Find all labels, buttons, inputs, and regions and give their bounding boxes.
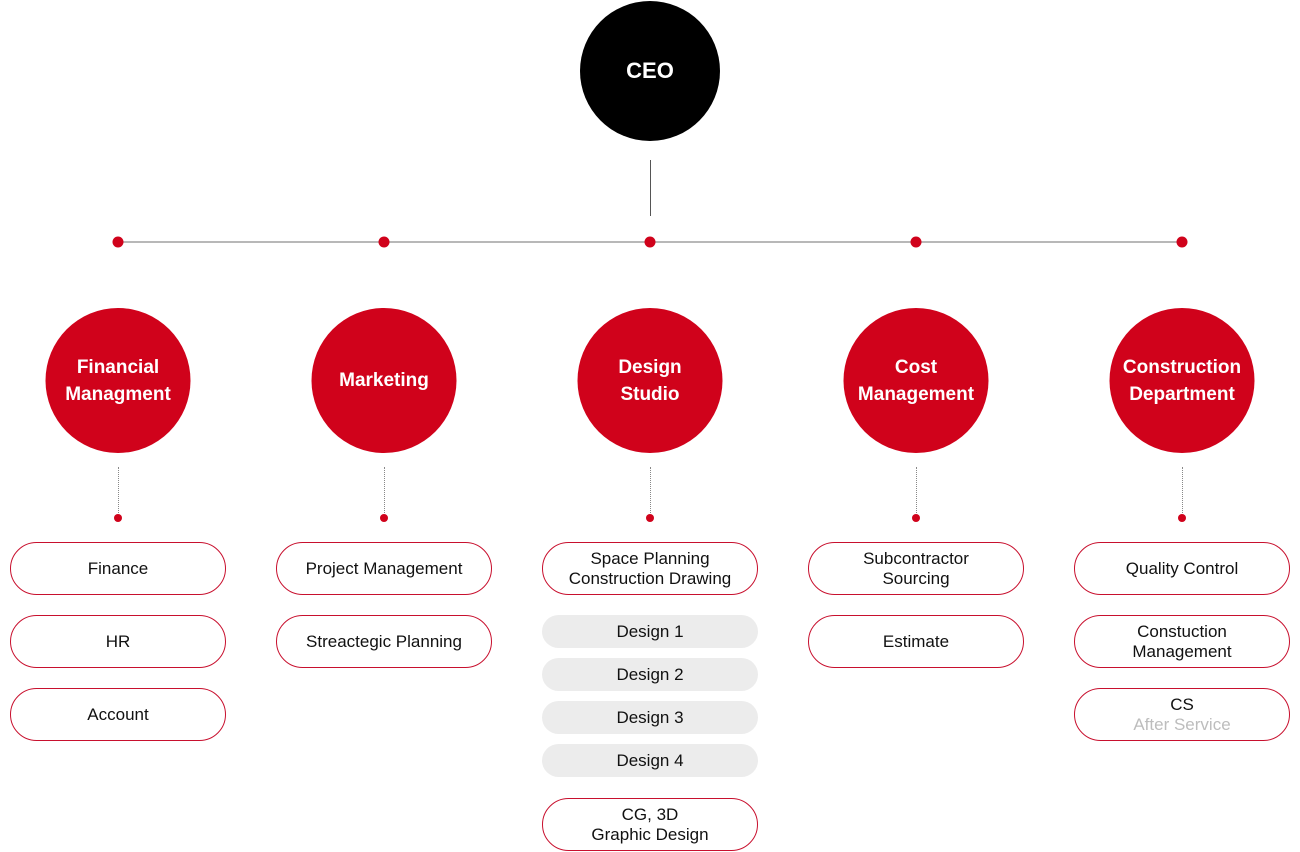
dept-connector-dot: [1178, 514, 1186, 522]
team-estimate: Estimate: [808, 615, 1024, 668]
sub-team-design-3: Design 3: [542, 701, 758, 734]
sub-team-label: Design 4: [616, 750, 684, 770]
dept-dotted-connector: [118, 467, 119, 513]
dept-dotted-connector: [384, 467, 385, 513]
connector-dot: [644, 236, 656, 248]
sub-team-label: Design 1: [616, 621, 684, 641]
dept-financial-management: Financial Managment: [45, 308, 191, 453]
team-strategic-planning: Streactegic Planning: [276, 615, 492, 668]
ceo-node: CEO: [580, 1, 720, 141]
team-label: Constuction Management: [1132, 621, 1232, 661]
sub-team-design-4: Design 4: [542, 744, 758, 777]
team-label: HR: [105, 631, 131, 651]
connector-dot: [378, 236, 390, 248]
dept-financial-management-items: Finance HR Account: [10, 542, 226, 741]
team-sublabel: After Service: [1133, 714, 1231, 734]
team-label: Finance: [87, 558, 149, 578]
team-construction-management: Constuction Management: [1074, 615, 1290, 668]
dept-cost-management-items: Subcontractor Sourcing Estimate: [808, 542, 1024, 668]
dept-label: Construction Department: [1122, 356, 1242, 405]
team-cs: CS After Service: [1074, 688, 1290, 741]
team-hr: HR: [10, 615, 226, 668]
team-finance: Finance: [10, 542, 226, 595]
team-space-planning: Space Planning Construction Drawing: [542, 542, 758, 595]
dept-connector-dot: [912, 514, 920, 522]
team-label: Account: [87, 704, 149, 724]
dept-connector-dot: [380, 514, 388, 522]
team-label: Quality Control: [1125, 558, 1239, 578]
team-label: Subcontractor Sourcing: [863, 548, 969, 588]
dept-label: Design Studio: [618, 356, 682, 405]
dept-label: Marketing: [339, 370, 429, 391]
dept-label: Cost Management: [857, 356, 975, 405]
dept-construction-department: Construction Department: [1109, 308, 1255, 453]
dept-dotted-connector: [650, 467, 651, 513]
dept-connector-dot: [114, 514, 122, 522]
team-quality-control: Quality Control: [1074, 542, 1290, 595]
dept-design-studio: Design Studio: [577, 308, 723, 453]
team-label: Streactegic Planning: [306, 631, 462, 651]
team-label: Estimate: [882, 631, 950, 651]
connector-dot: [1176, 236, 1188, 248]
sub-team-design-1: Design 1: [542, 615, 758, 648]
connector-dot: [112, 236, 124, 248]
dept-marketing-items: Project Management Streactegic Planning: [276, 542, 492, 668]
dept-dotted-connector: [1182, 467, 1183, 513]
dept-dotted-connector: [916, 467, 917, 513]
ceo-label: CEO: [626, 58, 674, 83]
connector-dot: [910, 236, 922, 248]
team-label: CG, 3D Graphic Design: [591, 804, 709, 844]
sub-team-label: Design 2: [616, 664, 684, 684]
team-account: Account: [10, 688, 226, 741]
ceo-connector: [650, 160, 651, 216]
dept-label: Financial Managment: [65, 356, 171, 405]
team-subcontractor-sourcing: Subcontractor Sourcing: [808, 542, 1024, 595]
dept-connector-dot: [646, 514, 654, 522]
team-label: Space Planning Construction Drawing: [568, 548, 732, 588]
team-label: CS: [1170, 694, 1194, 714]
dept-marketing: Marketing: [311, 308, 457, 453]
sub-team-design-2: Design 2: [542, 658, 758, 691]
sub-team-label: Design 3: [616, 707, 684, 727]
team-label: Project Management: [305, 558, 463, 578]
dept-construction-department-items: Quality Control Constuction Management C…: [1074, 542, 1290, 741]
dept-design-studio-items: Space Planning Construction Drawing Desi…: [542, 542, 758, 851]
dept-cost-management: Cost Management: [843, 308, 989, 453]
team-project-management: Project Management: [276, 542, 492, 595]
team-cg-graphic-design: CG, 3D Graphic Design: [542, 798, 758, 851]
